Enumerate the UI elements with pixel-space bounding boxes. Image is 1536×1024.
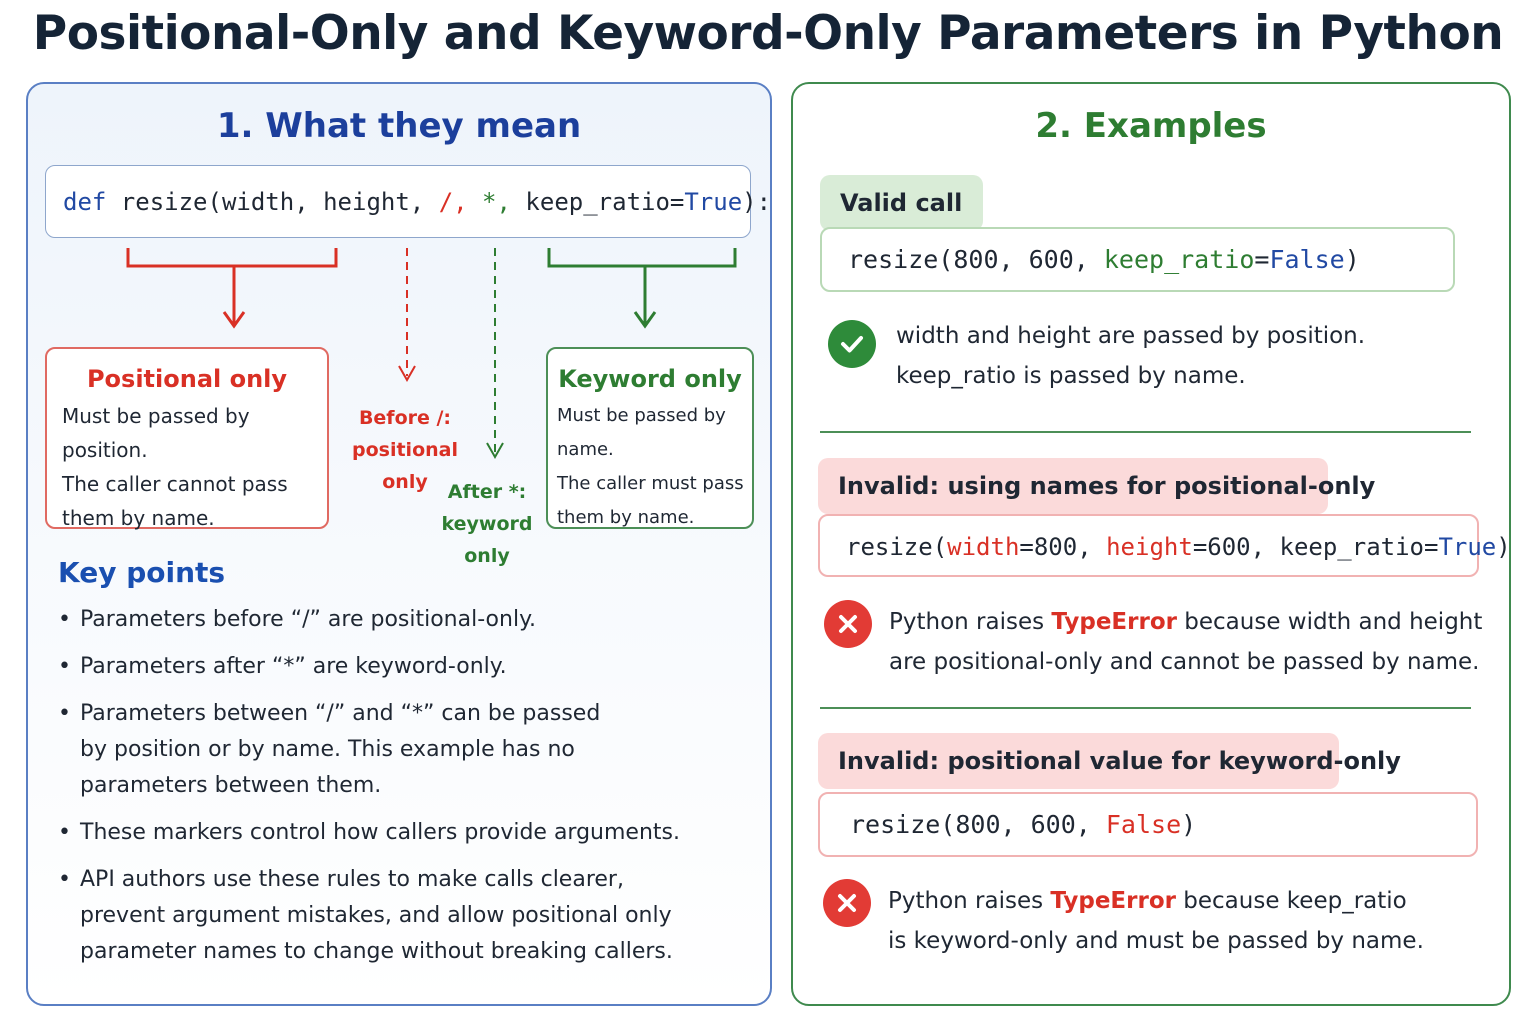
- before-slash-arrow: [398, 248, 416, 383]
- after-star-note: After *: keyword only: [420, 476, 554, 572]
- type-error-label: TypeError: [1050, 888, 1176, 914]
- invalid-names-label: Invalid: using names for positional-only: [818, 458, 1375, 514]
- positional-bracket: [126, 248, 338, 329]
- star-marker: *,: [467, 188, 511, 216]
- slash-marker: /,: [438, 188, 468, 216]
- invalid-names-message: Python raises TypeError because width an…: [889, 602, 1489, 682]
- invalid1-code-start: resize(: [846, 533, 948, 561]
- invalid2-code-false: False: [1105, 810, 1182, 839]
- invalid1-message-line-1: Python raises TypeError because width an…: [889, 602, 1489, 642]
- positional-card-title: Positional only: [86, 365, 288, 393]
- positional-line-3: them by name.: [62, 506, 215, 530]
- after-star-arrow: [486, 248, 504, 460]
- meaning-heading: 1. What they mean: [216, 106, 582, 146]
- invalid1-msg-pre: Python raises: [889, 609, 1052, 635]
- invalid2-msg-pre: Python raises: [888, 888, 1051, 914]
- key-point: Parameters before “/” are positional-onl…: [58, 602, 738, 638]
- key-point: These markers control how callers provid…: [58, 815, 738, 851]
- signature-code: def resize(width, height, /, *, keep_rat…: [45, 165, 771, 238]
- after-note-line-1: After *:: [447, 481, 527, 503]
- before-note-line-2: positional only: [352, 439, 458, 493]
- valid-code-value: False: [1269, 245, 1345, 274]
- x-circle-icon: [824, 600, 872, 648]
- keyword-bracket: [547, 248, 737, 329]
- signature-end: ):: [742, 188, 772, 216]
- invalid-positional-message: Python raises TypeError because keep_rat…: [888, 881, 1488, 961]
- keyword-line-2: The caller must pass: [557, 473, 744, 494]
- def-keyword: def: [63, 188, 107, 216]
- key-points-title: Key points: [58, 556, 226, 589]
- before-note-line-1: Before /:: [358, 407, 452, 429]
- section-divider: [820, 431, 1471, 433]
- valid-code-eq: =: [1254, 245, 1270, 274]
- valid-message-line-2: keep_ratio is passed by name.: [896, 363, 1246, 389]
- positional-line-2: The caller cannot pass: [62, 472, 288, 496]
- valid-message: width and height are passed by position.…: [896, 316, 1476, 396]
- section-divider: [820, 707, 1471, 709]
- valid-code-args: resize(800, 600,: [848, 245, 1104, 274]
- key-points-list: Parameters before “/” are positional-onl…: [58, 602, 738, 981]
- invalid1-code-true: True: [1438, 533, 1497, 561]
- valid-code-end: ): [1344, 245, 1360, 274]
- check-circle-icon: [828, 320, 876, 368]
- keyword-only-card: Keyword only Must be passed by name. The…: [546, 347, 754, 529]
- before-slash-note: Before /: positional only: [336, 402, 474, 498]
- true-value: True: [684, 188, 743, 216]
- positional-only-card: Positional only Must be passed by positi…: [45, 347, 329, 530]
- valid-call-label: Valid call: [820, 175, 983, 231]
- invalid2-code-end: ): [1181, 810, 1197, 839]
- invalid1-code-height: height: [1106, 533, 1193, 561]
- signature-params: resize(width, height,: [106, 188, 439, 216]
- keyword-card-title: Keyword only: [558, 365, 742, 393]
- type-error-label: TypeError: [1051, 609, 1177, 635]
- page-title: Positional-Only and Keyword-Only Paramet…: [32, 6, 1504, 61]
- invalid2-code-args: resize(800, 600,: [850, 810, 1106, 839]
- positional-line-1: Must be passed by position.: [62, 404, 250, 462]
- valid-call-code: resize(800, 600, keep_ratio=False): [820, 227, 1455, 292]
- keyword-line-1: Must be passed by name.: [557, 405, 726, 460]
- invalid-positional-code: resize(800, 600, False): [818, 792, 1478, 857]
- invalid2-msg-post: because keep_ratio: [1175, 888, 1407, 914]
- invalid1-msg-post: because width and height: [1176, 609, 1483, 635]
- invalid2-message-line-1: Python raises TypeError because keep_rat…: [888, 881, 1488, 921]
- x-circle-icon: [823, 879, 871, 927]
- key-point: API authors use these rules to make call…: [58, 862, 680, 970]
- examples-heading: 2. Examples: [1035, 106, 1267, 146]
- invalid1-code-part: =800,: [1019, 533, 1107, 561]
- key-point: Parameters between “/” and “*” can be pa…: [58, 696, 610, 804]
- after-note-line-2: keyword only: [441, 513, 533, 567]
- valid-code-keyword: keep_ratio: [1103, 245, 1255, 274]
- invalid1-code-part2: =600, keep_ratio=: [1192, 533, 1439, 561]
- invalid1-message-line-2: are positional-only and cannot be passed…: [889, 649, 1480, 675]
- invalid1-code-width: width: [947, 533, 1020, 561]
- invalid1-code-end: ): [1496, 533, 1511, 561]
- keyword-card-body: Must be passed by name. The caller must …: [548, 399, 752, 535]
- keep-ratio-param: keep_ratio=: [510, 188, 685, 216]
- keyword-line-3: them by name.: [557, 507, 695, 528]
- invalid-names-code: resize(width=800, height=600, keep_ratio…: [818, 514, 1511, 577]
- invalid2-message-line-2: is keyword-only and must be passed by na…: [888, 928, 1424, 954]
- positional-card-body: Must be passed by position. The caller c…: [47, 399, 327, 535]
- invalid-positional-label: Invalid: positional value for keyword-on…: [818, 733, 1401, 789]
- key-point: Parameters after “*” are keyword-only.: [58, 649, 738, 685]
- valid-message-line-1: width and height are passed by position.: [896, 323, 1366, 349]
